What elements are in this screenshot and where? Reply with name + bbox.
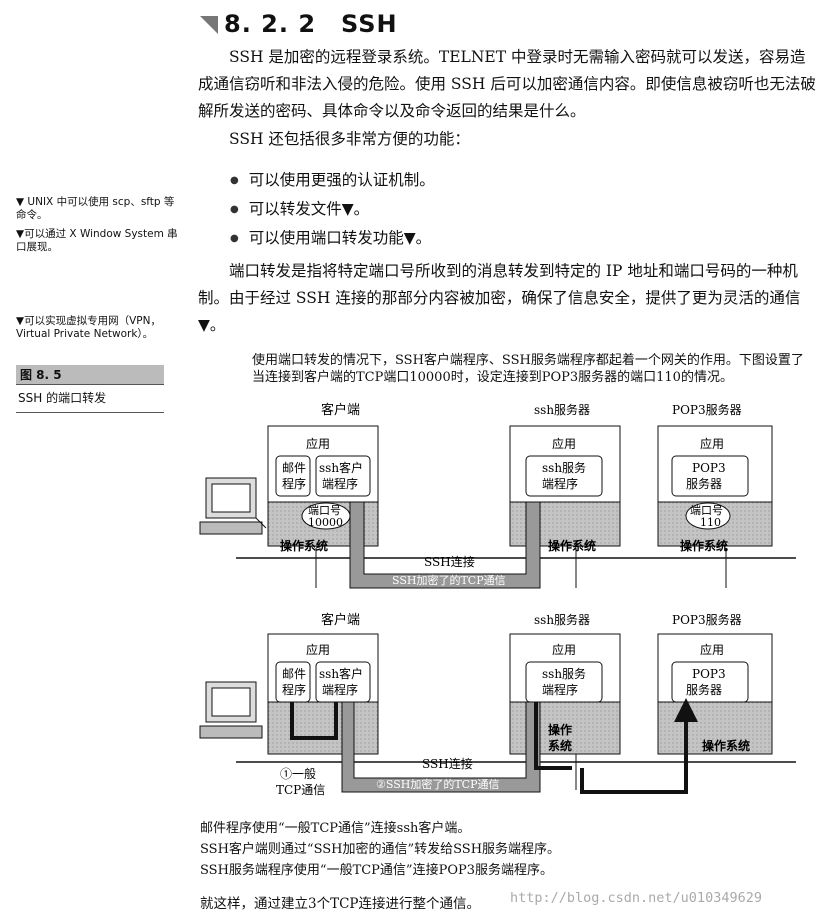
mail-program-label-2: 程序 [282, 476, 306, 491]
ssh-client-label-2: 端程序 [322, 476, 358, 491]
paragraph-1: SSH 是加密的远程登录系统。TELNET 中登录时无需输入密码就可以发送，容易… [198, 48, 816, 120]
os-label-2: 系统 [548, 738, 572, 753]
figure-number: 图 8. 5 [16, 365, 164, 385]
pop3-program-label: POP3 [692, 461, 726, 475]
figure-notes: 邮件程序使用“一般TCP通信”连接ssh客户端。 SSH客户端则通过“SSH加密… [200, 818, 560, 881]
ssh-connection-label: SSH连接 [424, 554, 475, 569]
port-number: 10000 [308, 516, 343, 529]
ssh-client-label: ssh客户 [319, 666, 363, 681]
paragraph-3: 端口转发是指将特定端口号所收到的消息转发到特定的 IP 地址和端口号码的一种机制… [198, 262, 801, 334]
ssh-server-label: ssh服务器 [534, 402, 590, 417]
port-label: 端口号 [308, 504, 341, 517]
ssh-client-label-2: 端程序 [322, 682, 358, 697]
bottom-diagram: 客户端 应用 邮件 程序 ssh客户 端程序 ssh服务器 应用 ssh服务 端… [199, 612, 796, 797]
list-item: 可以转发文件▼。 [230, 195, 435, 224]
os-label: 操作系统 [548, 538, 596, 553]
app-label: 应用 [700, 642, 724, 657]
port-forwarding-diagram: 客户端 应用 邮件 程序 ssh客户 端程序 端口号 10000 操作系统 ss… [199, 402, 796, 797]
os-label: 操作系统 [702, 738, 750, 753]
mail-program-label: 邮件 [282, 667, 306, 681]
pop3-program-label-2: 服务器 [686, 476, 722, 491]
figure-label: 图 8. 5 SSH 的端口转发 [16, 364, 164, 413]
ssh-server-program-label-2: 端程序 [542, 476, 578, 491]
ssh-encrypted-label: SSH加密了的TCP通信 [392, 573, 506, 587]
os-label: 操作 [548, 722, 572, 737]
normal-tcp-label-3: ③一般TCP通信 [592, 778, 670, 791]
triangle-icon [200, 16, 218, 34]
mail-program-label-2: 程序 [282, 682, 306, 697]
heading-text: 8. 2. 2 SSH [224, 10, 398, 38]
watermark: http://blog.csdn.net/u010349629 [510, 890, 762, 906]
top-diagram: 客户端 应用 邮件 程序 ssh客户 端程序 端口号 10000 操作系统 ss… [199, 402, 796, 589]
computer-icon [199, 477, 263, 535]
normal-tcp-label-1b: TCP通信 [276, 783, 325, 797]
computer-icon [199, 681, 263, 739]
os-label: 操作系统 [280, 538, 328, 553]
ssh-encrypted-label: ②SSH加密了的TCP通信 [376, 777, 500, 791]
os-label: 操作系统 [680, 538, 728, 553]
normal-tcp-label-1: ①一般 [280, 766, 316, 781]
app-label: 应用 [306, 436, 330, 451]
ssh-server-label: ssh服务器 [534, 612, 590, 627]
client-label: 客户端 [321, 612, 360, 628]
pop3-server-label: POP3服务器 [672, 402, 742, 417]
client-label: 客户端 [321, 402, 360, 418]
note-line: 邮件程序使用“一般TCP通信”连接ssh客户端。 [200, 821, 471, 836]
port-number: 110 [700, 516, 721, 529]
ssh-connection-label: SSH连接 [422, 756, 473, 771]
figure-title: SSH 的端口转发 [16, 385, 164, 413]
app-label: 应用 [306, 642, 330, 657]
feature-list: 可以使用更强的认证机制。 可以转发文件▼。 可以使用端口转发功能▼。 [230, 166, 435, 253]
side-note-3: ▼可以实现虚拟专用网（VPN，Virtual Private Network）。 [16, 315, 161, 340]
port-label: 端口号 [690, 504, 723, 517]
list-item: 可以使用更强的认证机制。 [230, 166, 435, 195]
pop3-program-label-2: 服务器 [686, 682, 722, 697]
ssh-server-program-label: ssh服务 [542, 460, 586, 475]
side-note-1: ▼ UNIX 中可以使用 scp、sftp 等命令。 [16, 196, 175, 221]
app-label: 应用 [552, 642, 576, 657]
app-label: 应用 [552, 436, 576, 451]
note-line: SSH服务端程序使用“一般TCP通信”连接POP3服务端程序。 [200, 863, 553, 878]
ssh-server-program-label-2: 端程序 [542, 682, 578, 697]
list-item: 可以使用端口转发功能▼。 [230, 224, 435, 253]
paragraph-2: SSH 还包括很多非常方便的功能： [229, 130, 470, 148]
ssh-server-program-label: ssh服务 [542, 666, 586, 681]
mail-program-label: 邮件 [282, 461, 306, 475]
section-heading: 8. 2. 2 SSH [200, 4, 398, 39]
figure-caption: 使用端口转发的情况下，SSH客户端程序、SSH服务端程序都起着一个网关的作用。下… [252, 353, 804, 385]
side-note-2: ▼可以通过 X Window System 串口展现。 [16, 228, 178, 253]
pop3-server-label: POP3服务器 [672, 612, 742, 627]
ssh-client-label: ssh客户 [319, 460, 363, 475]
note-line: SSH客户端则通过“SSH加密的通信”转发给SSH服务端程序。 [200, 842, 561, 857]
app-label: 应用 [700, 436, 724, 451]
final-sentence: 就这样，通过建立3个TCP连接进行整个通信。 [200, 896, 481, 912]
pop3-program-label: POP3 [692, 667, 726, 681]
